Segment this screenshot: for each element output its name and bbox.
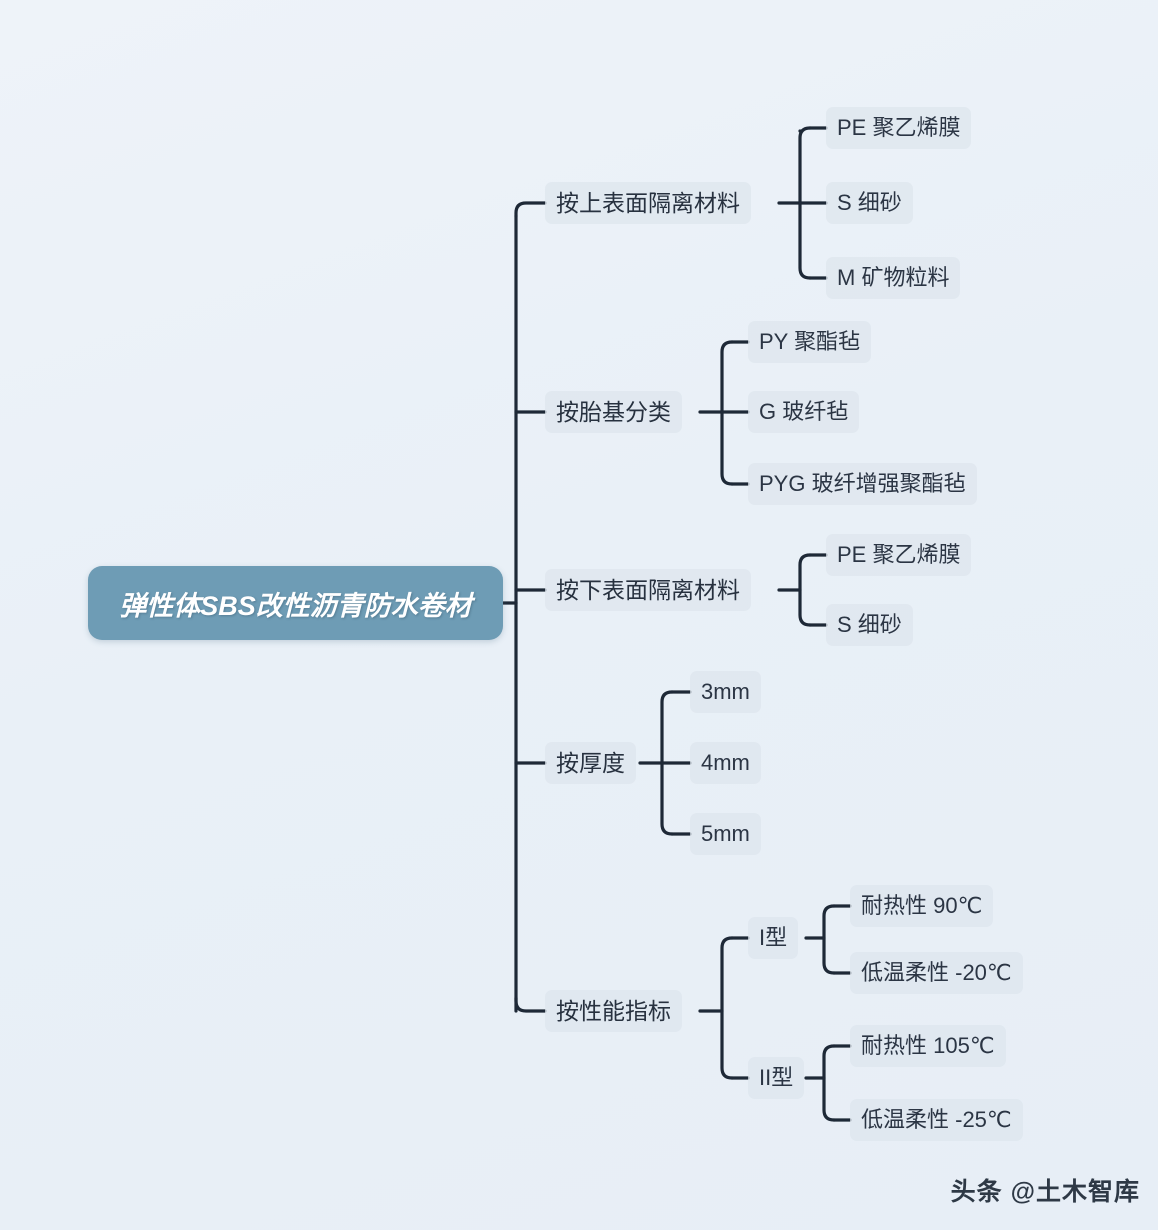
branch-node-performance[interactable]: 按性能指标 (545, 990, 682, 1032)
mid-label: II型 (759, 1065, 794, 1091)
branch-label: 按上表面隔离材料 (556, 189, 740, 216)
leaf-label: G 玻纤毡 (759, 399, 849, 425)
leaf-label: 低温柔性 -25℃ (861, 1107, 1012, 1133)
leaf-label: S 细砂 (837, 190, 902, 216)
root-node[interactable]: 弹性体SBS改性沥青防水卷材 (88, 566, 503, 640)
leaf-label: S 细砂 (837, 612, 902, 638)
wire-branch-1 (514, 201, 547, 218)
branch-label: 按胎基分类 (556, 398, 671, 425)
mid-label: I型 (759, 925, 788, 951)
wire-b2-bracket (720, 340, 734, 486)
leaf-node-type2-low-temp-flexibility[interactable]: 低温柔性 -25℃ (850, 1099, 1023, 1141)
leaf-label: 4mm (701, 750, 750, 776)
watermark: 头条 @土木智库 (950, 1178, 1140, 1206)
branch-node-thickness[interactable]: 按厚度 (545, 742, 636, 784)
leaf-label: 耐热性 90℃ (861, 893, 983, 919)
leaf-label: 低温柔性 -20℃ (861, 960, 1012, 986)
mid-node-type-1[interactable]: I型 (748, 917, 799, 959)
leaf-node-thickness-4mm[interactable]: 4mm (690, 742, 761, 784)
leaf-label: 耐热性 105℃ (861, 1033, 995, 1059)
root-node-label: 弹性体SBS改性沥青防水卷材 (119, 590, 472, 621)
wire-b3-bracket (798, 553, 812, 627)
wire-b4-bracket (660, 690, 674, 836)
leaf-node-pe-film-lower[interactable]: PE 聚乙烯膜 (826, 534, 972, 576)
branch-node-upper-surface[interactable]: 按上表面隔离材料 (545, 182, 751, 224)
mid-node-type-2[interactable]: II型 (748, 1057, 805, 1099)
leaf-node-thickness-5mm[interactable]: 5mm (690, 813, 761, 855)
leaf-label: 3mm (701, 679, 750, 705)
leaf-node-fine-sand-lower[interactable]: S 细砂 (826, 604, 913, 646)
wire-branch-5 (514, 996, 547, 1013)
leaf-node-mineral-granule[interactable]: M 矿物粒料 (826, 257, 961, 299)
wire-b1-bracket (798, 126, 812, 280)
branch-node-carrier-base[interactable]: 按胎基分类 (545, 391, 682, 433)
branch-node-lower-surface[interactable]: 按下表面隔离材料 (545, 569, 751, 611)
leaf-node-type2-heat-resistance[interactable]: 耐热性 105℃ (850, 1025, 1006, 1067)
leaf-label: PE 聚乙烯膜 (837, 542, 961, 568)
leaf-node-fine-sand-upper[interactable]: S 细砂 (826, 182, 913, 224)
leaf-node-polyester-felt[interactable]: PY 聚酯毡 (748, 321, 872, 363)
leaf-label: 5mm (701, 821, 750, 847)
leaf-node-glass-reinforced-polyester[interactable]: PYG 玻纤增强聚酯毡 (748, 463, 977, 505)
wire-t2-bracket (822, 1044, 836, 1122)
leaf-node-type1-low-temp-flexibility[interactable]: 低温柔性 -20℃ (850, 952, 1023, 994)
leaf-node-type1-heat-resistance[interactable]: 耐热性 90℃ (850, 885, 994, 927)
leaf-node-pe-film-upper[interactable]: PE 聚乙烯膜 (826, 107, 972, 149)
wire-t1-bracket (822, 904, 836, 975)
leaf-label: M 矿物粒料 (837, 265, 950, 291)
leaf-node-glass-fiber-felt[interactable]: G 玻纤毡 (748, 391, 860, 433)
wire-b5-bracket (720, 936, 734, 1080)
leaf-label: PE 聚乙烯膜 (837, 115, 961, 141)
branch-label: 按下表面隔离材料 (556, 576, 740, 603)
branch-label: 按厚度 (556, 749, 625, 776)
branch-label: 按性能指标 (556, 997, 671, 1024)
leaf-label: PY 聚酯毡 (759, 329, 861, 355)
leaf-node-thickness-3mm[interactable]: 3mm (690, 671, 761, 713)
leaf-label: PYG 玻纤增强聚酯毡 (759, 471, 966, 497)
